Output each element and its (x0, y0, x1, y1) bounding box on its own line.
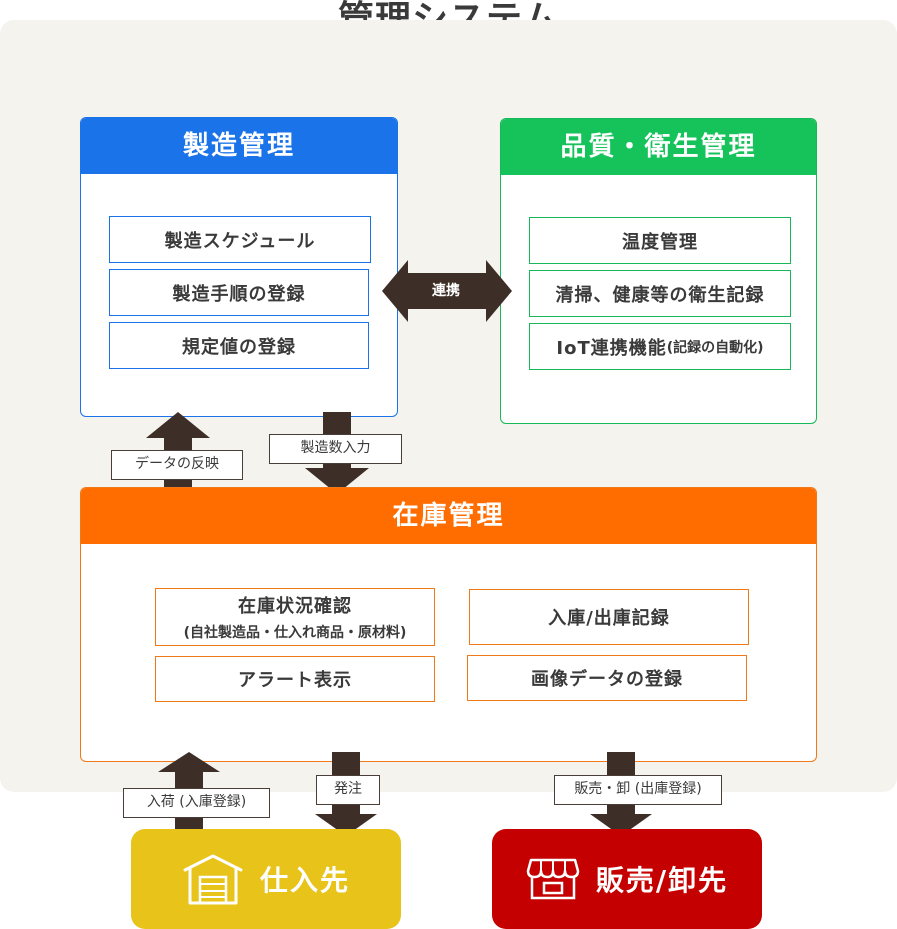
seller-label: 販売/卸先 (595, 864, 729, 897)
manufacturing-schedule-label: 製造スケジュール (164, 230, 316, 252)
manufacturing-procedure-item: 製造手順の登録 (109, 269, 369, 316)
seller-box: 販売/卸先 (492, 829, 762, 929)
supplier-box: 仕入先 (131, 829, 401, 929)
ordering-label: 発注 (316, 775, 380, 805)
manufacturing-procedure-label: 製造手順の登録 (172, 283, 306, 305)
supplier-label: 仕入先 (259, 864, 350, 897)
alert-label: アラート表示 (238, 670, 352, 691)
image-data-item: 画像データの登録 (467, 655, 747, 701)
hygiene-record-item: 清掃、健康等の衛生記録 (529, 270, 791, 317)
temperature-item: 温度管理 (529, 217, 791, 264)
stock-status-label: 在庫状況確認 (238, 596, 352, 617)
iot-item: IoT連携機能(記録の自動化) (529, 323, 791, 370)
iot-label: IoT連携機能 (556, 337, 667, 359)
iot-sub-label: (記録の自動化) (666, 339, 764, 356)
inout-record-label: 入庫/出庫記録 (548, 608, 670, 629)
sales-label: 販売・卸 (出庫登録) (554, 775, 722, 805)
shop-icon (526, 858, 580, 900)
temperature-label: 温度管理 (622, 231, 698, 253)
image-data-label: 画像データの登録 (531, 669, 683, 690)
stock-status-sub-label: (自社製造品・仕入れ商品・原材料) (183, 625, 407, 641)
warehouse-icon (183, 854, 243, 905)
inventory-heading: 在庫管理 (81, 488, 816, 544)
mfg-input-label: 製造数入力 (269, 434, 402, 464)
hygiene-record-label: 清掃、健康等の衛生記録 (555, 284, 765, 306)
manufacturing-spec-label: 規定値の登録 (182, 336, 296, 358)
inout-record-item: 入庫/出庫記録 (469, 589, 749, 645)
manufacturing-spec-item: 規定値の登録 (109, 322, 369, 369)
link-label: 連携 (432, 283, 460, 299)
quality-heading: 品質・衛生管理 (501, 119, 816, 175)
manufacturing-schedule-item: 製造スケジュール (109, 216, 371, 263)
manufacturing-panel: 製造管理 製造スケジュール 製造手順の登録 規定値の登録 (80, 117, 398, 417)
link-double-arrow (382, 260, 512, 322)
inventory-panel: 在庫管理 在庫状況確認 (自社製造品・仕入れ商品・原材料) 入庫/出庫記録 アラ… (80, 487, 817, 762)
stock-status-item: 在庫状況確認 (自社製造品・仕入れ商品・原材料) (155, 588, 435, 646)
manufacturing-heading: 製造管理 (81, 118, 397, 174)
reflect-label: データの反映 (111, 450, 243, 480)
alert-item: アラート表示 (155, 656, 435, 702)
quality-panel: 品質・衛生管理 温度管理 清掃、健康等の衛生記録 IoT連携機能(記録の自動化) (500, 118, 817, 424)
receiving-label: 入荷 (入庫登録) (123, 788, 270, 818)
